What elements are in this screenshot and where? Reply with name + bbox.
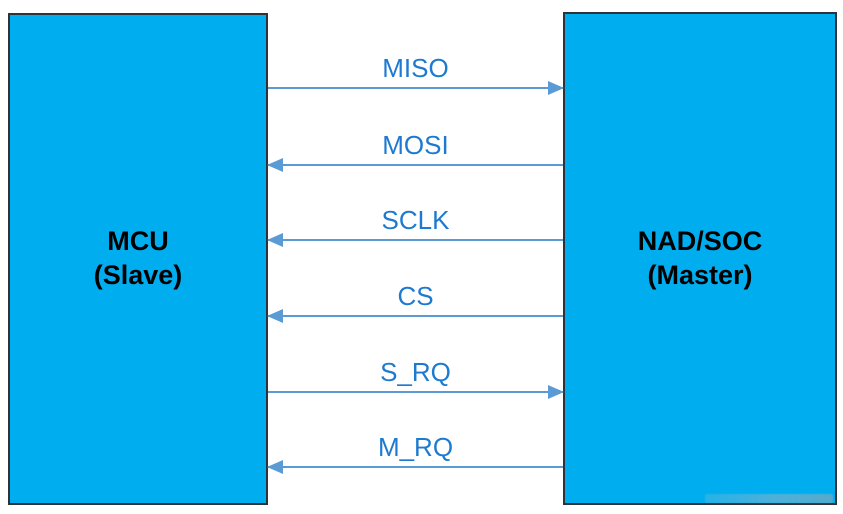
- arrowhead-left-icon: [267, 460, 283, 474]
- signal-line: [268, 239, 563, 241]
- signal-label: SCLK: [381, 205, 450, 235]
- arrowhead-right-icon: [548, 385, 564, 399]
- signal-s-rq: S_RQ: [268, 351, 564, 399]
- arrowhead-right-icon: [548, 81, 564, 95]
- signal-line: [268, 87, 563, 89]
- block-subtitle: (Slave): [93, 260, 183, 290]
- arrowhead-left-icon: [267, 309, 283, 323]
- block-subtitle: (Master): [647, 259, 753, 290]
- signal-cs: CS: [267, 275, 563, 323]
- signal-mosi: MOSI: [267, 124, 563, 172]
- block-title: MCU: [107, 226, 169, 257]
- signal-label: MOSI: [382, 130, 449, 160]
- signal-label: MISO: [382, 53, 449, 83]
- block-mcu-slave: MCU (Slave): [8, 13, 268, 505]
- signal-label: M_RQ: [377, 432, 454, 462]
- signal-line: [268, 164, 563, 166]
- signal-label: CS: [397, 281, 434, 311]
- arrowhead-left-icon: [267, 233, 283, 247]
- block-title: NAD/SOC: [637, 225, 763, 256]
- block-nad-soc-master: NAD/SOC (Master): [563, 12, 837, 505]
- signal-m-rq: M_RQ: [267, 426, 563, 474]
- arrowhead-left-icon: [267, 158, 283, 172]
- signal-miso: MISO: [268, 47, 564, 95]
- signal-line: [268, 466, 563, 468]
- signal-sclk: SCLK: [267, 199, 563, 247]
- signal-line: [268, 315, 563, 317]
- signal-label: S_RQ: [380, 357, 451, 387]
- watermark-smudge: [705, 494, 833, 503]
- signal-line: [268, 391, 563, 393]
